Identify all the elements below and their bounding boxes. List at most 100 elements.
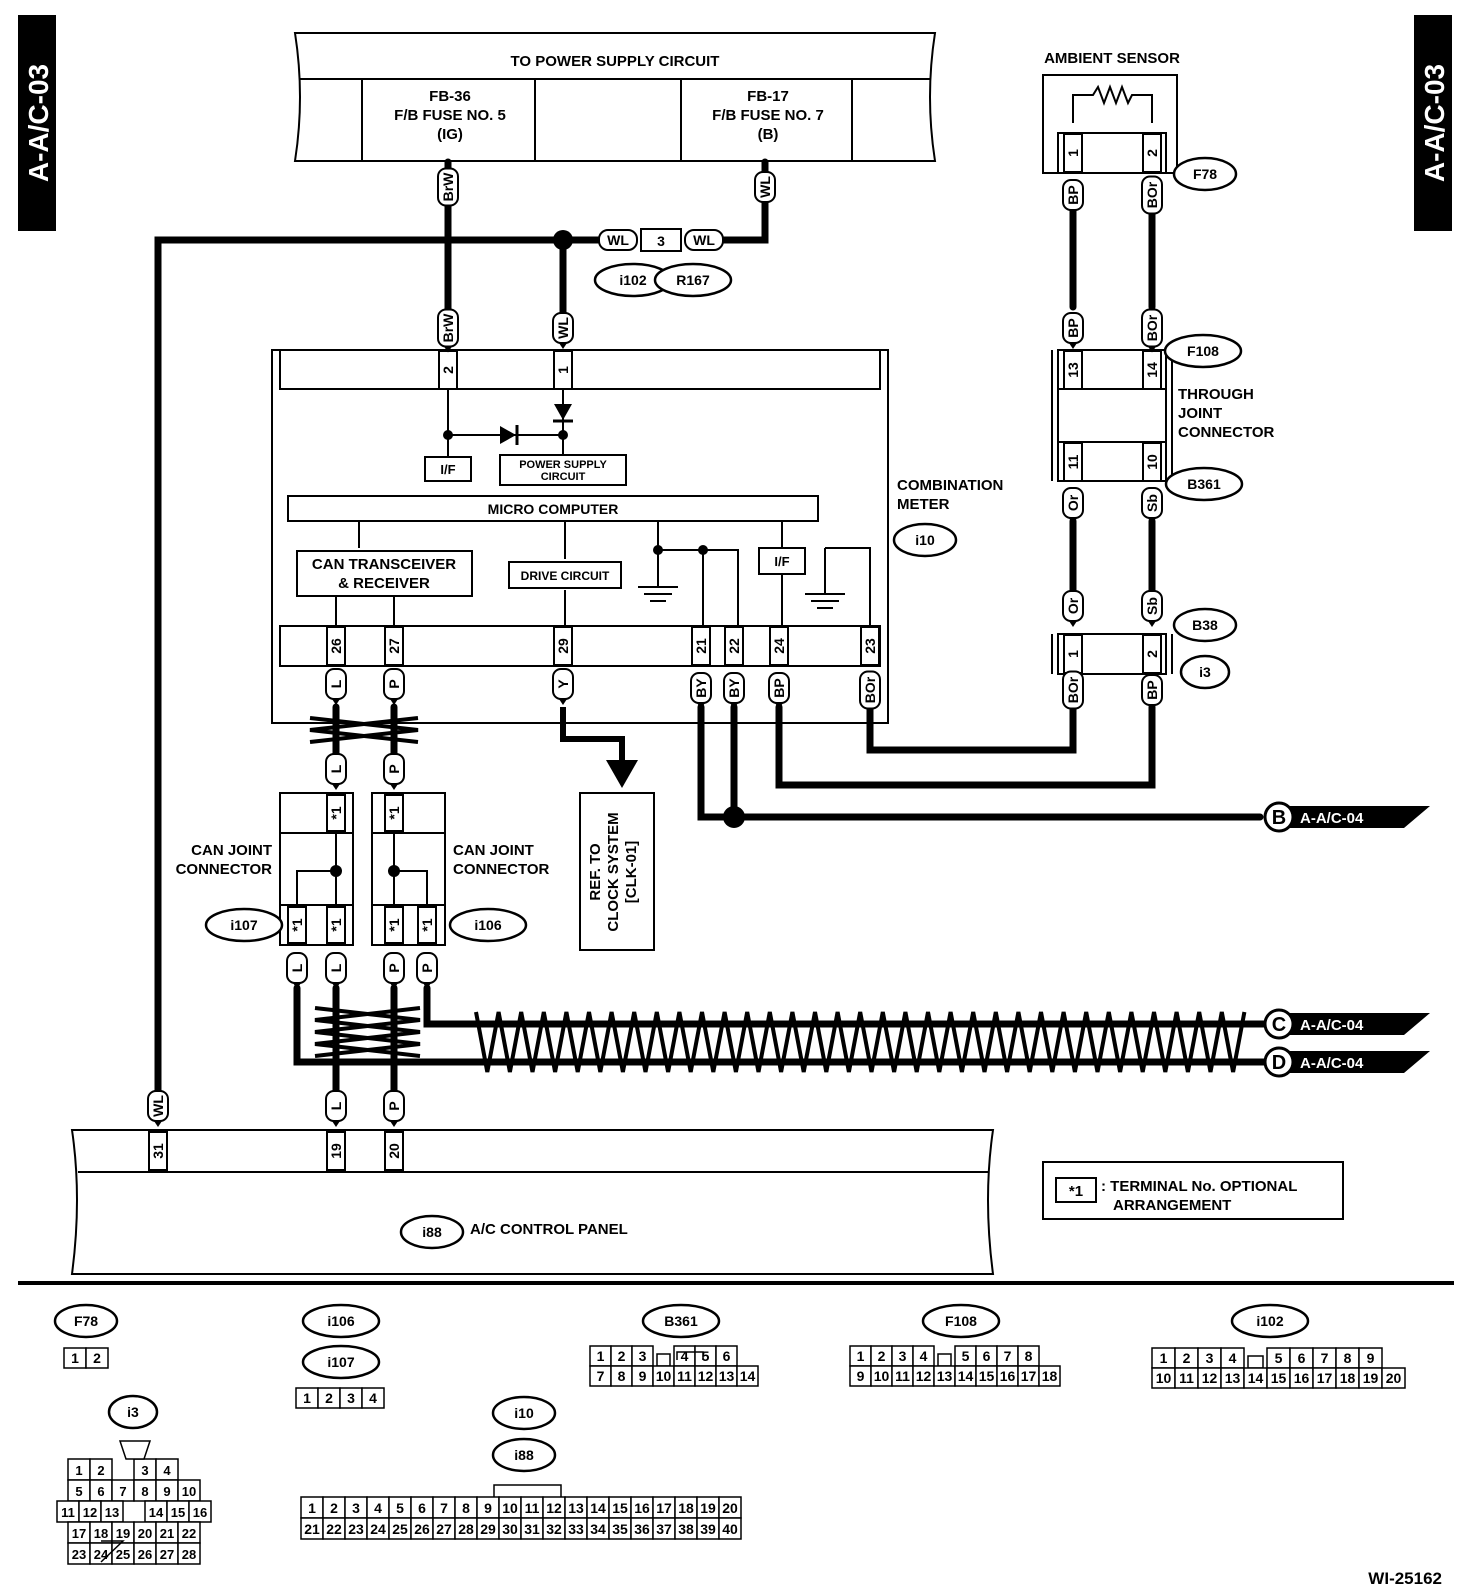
legend-line1: : TERMINAL No. OPTIONAL xyxy=(1101,1178,1297,1195)
power-supply-title: TO POWER SUPPLY CIRCUIT xyxy=(511,53,720,70)
i10-view-cell: 13 xyxy=(568,1500,584,1516)
clock-ref-box xyxy=(579,792,655,951)
i10-view-cell: 9 xyxy=(484,1500,492,1516)
connector-badge: B361 xyxy=(664,1313,698,1329)
can-joint-right-label1: CAN JOINT xyxy=(453,842,534,859)
i3-view-cell: 15 xyxy=(171,1505,185,1520)
connector-badge: i107 xyxy=(230,917,257,933)
wire-color-tag: BOr xyxy=(1065,676,1081,703)
i102-view-cell: 19 xyxy=(1363,1370,1379,1386)
b361-view-cell: 3 xyxy=(639,1348,647,1364)
wire-color-tag: Y xyxy=(555,679,571,689)
wire-color-tag: WL xyxy=(150,1095,166,1117)
wire-color-tag: P xyxy=(386,963,402,972)
wire-color-tag: Sb xyxy=(1144,597,1160,615)
can-joint-left-label2: CONNECTOR xyxy=(176,861,273,878)
i3-view-cell: 12 xyxy=(83,1505,97,1520)
offpage-b-ref: A-A/C-04 xyxy=(1300,810,1364,827)
i10-view-cell: 16 xyxy=(634,1500,650,1516)
offpage-d-ref: A-A/C-04 xyxy=(1300,1055,1364,1072)
i3-view-cell: 8 xyxy=(141,1484,148,1499)
i10-view-cell: 23 xyxy=(348,1521,364,1537)
ac-panel-title: A/C CONTROL PANEL xyxy=(470,1221,628,1238)
b361-view-cell: 11 xyxy=(677,1368,692,1384)
wire-color-tag: L xyxy=(328,963,344,972)
wire-color-tag: BrW xyxy=(440,313,456,343)
page-tag-right-text: A-A/C-03 xyxy=(1419,64,1450,182)
pin-label: 1 xyxy=(555,366,571,374)
i3-view-cell: 6 xyxy=(97,1484,104,1499)
f78-view-cell: 2 xyxy=(93,1350,101,1366)
pin-optional-label: *1 xyxy=(328,806,344,819)
connector-badge: i107 xyxy=(327,1354,354,1370)
legend-box xyxy=(1042,1161,1344,1220)
meter-can-line1: CAN TRANSCEIVER xyxy=(312,556,456,573)
ambient-sensor xyxy=(1042,74,1178,675)
wire-color-tag: BOr xyxy=(862,676,878,703)
f108-view-cell: 8 xyxy=(1025,1348,1033,1364)
wires xyxy=(154,158,1269,1104)
i106-view-cell: 4 xyxy=(369,1390,377,1406)
pin-optional-label: *1 xyxy=(289,918,305,931)
i102-view-cell: 10 xyxy=(1156,1370,1172,1386)
i10-view-cell: 34 xyxy=(590,1521,606,1537)
pin-label: 2 xyxy=(440,366,456,374)
i3-view-cell: 3 xyxy=(141,1463,148,1478)
i10-view-cell: 39 xyxy=(700,1521,716,1537)
wire-color-tag: BP xyxy=(1065,185,1081,204)
fuse1-name: F/B FUSE NO. 5 xyxy=(394,107,506,124)
i10-view-cell: 37 xyxy=(656,1521,672,1537)
i3-view-cell: 7 xyxy=(119,1484,126,1499)
f108-view-cell: 5 xyxy=(962,1348,970,1364)
i3-view-cell: 26 xyxy=(138,1547,152,1562)
pin-label: 19 xyxy=(328,1143,344,1159)
i10-view-cell: 19 xyxy=(700,1500,716,1516)
meter-if1: I/F xyxy=(440,462,455,477)
pin-label: 14 xyxy=(1144,362,1160,378)
i3-view-cell: 21 xyxy=(160,1526,174,1541)
i10-view-cell: 20 xyxy=(722,1500,738,1516)
connector-badge: i3 xyxy=(1199,664,1211,680)
pin-label: 13 xyxy=(1065,362,1081,378)
pin-label: 21 xyxy=(693,638,709,654)
i10-view-cell: 33 xyxy=(568,1521,584,1537)
wire-color-tag: BP xyxy=(771,678,787,697)
b361-view-cell: 7 xyxy=(597,1368,605,1384)
i10-view-cell: 10 xyxy=(502,1500,518,1516)
wire-color-tag: BP xyxy=(1065,318,1081,337)
wire-color-tag: WL xyxy=(607,232,629,248)
offpage-c-ref: A-A/C-04 xyxy=(1300,1017,1364,1034)
connector-badge: i102 xyxy=(619,272,646,288)
i102-view-cell: 13 xyxy=(1225,1370,1241,1386)
connector-badge: i106 xyxy=(474,917,501,933)
wire-color-tag: P xyxy=(386,679,402,688)
wire-color-tag: BOr xyxy=(1144,314,1160,341)
connector-badge: i106 xyxy=(327,1313,354,1329)
wire-color-tag: BP xyxy=(1144,680,1160,699)
connector-badge: i3 xyxy=(127,1404,139,1420)
clock-ref-line1: REF. TO xyxy=(587,843,604,901)
i3-view-cell: 5 xyxy=(75,1484,82,1499)
wire-color-tag: Or xyxy=(1065,597,1081,614)
fuse2-sub: (B) xyxy=(758,126,779,143)
i102-view-cell: 4 xyxy=(1229,1350,1237,1366)
i102-view-cell: 1 xyxy=(1160,1350,1168,1366)
i102-view-cell: 3 xyxy=(1206,1350,1214,1366)
meter-psc2: CIRCUIT xyxy=(541,471,586,483)
i3-view-cell: 9 xyxy=(163,1484,170,1499)
wire-color-tag: P xyxy=(419,963,435,972)
i3-view-cell: 19 xyxy=(116,1526,130,1541)
wire-color-tag: WL xyxy=(693,232,715,248)
i10-view-cell: 12 xyxy=(546,1500,562,1516)
i3-view-cell: 16 xyxy=(193,1505,207,1520)
page-tag-right: A-A/C-03 xyxy=(1414,15,1452,231)
i10-view-cell: 24 xyxy=(370,1521,386,1537)
b361-view-cell: 1 xyxy=(597,1348,605,1364)
b361-view-cell: 12 xyxy=(698,1368,714,1384)
offpage-c-letter: C xyxy=(1272,1014,1286,1036)
fuse2-name: F/B FUSE NO. 7 xyxy=(712,107,824,124)
i10-view-cell: 26 xyxy=(414,1521,430,1537)
